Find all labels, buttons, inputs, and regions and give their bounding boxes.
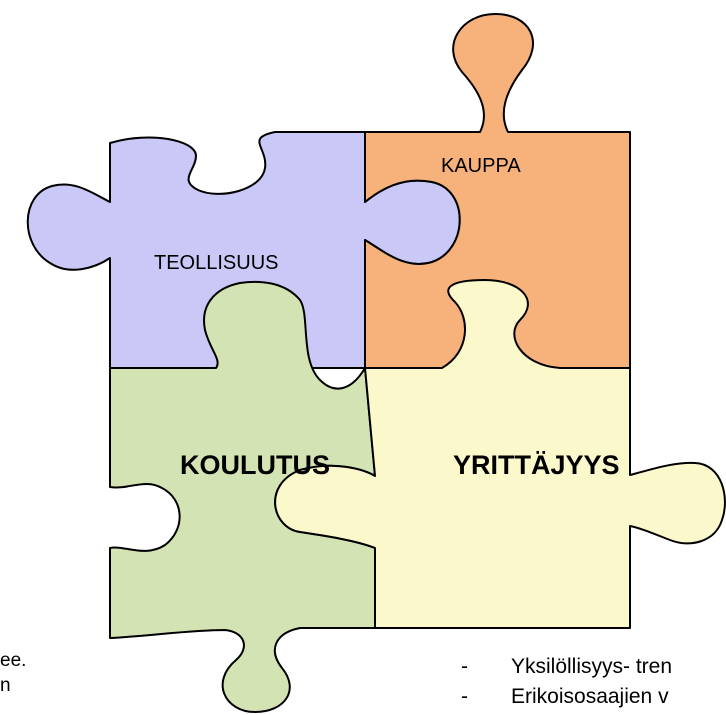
- bullet-item-1: - Yksilöllisyys- tren: [461, 655, 672, 679]
- bullet-item-2: - Erikoisosaajien v: [461, 685, 669, 709]
- left-text-line-1: ee.: [0, 650, 27, 671]
- bullet-dash: -: [461, 655, 468, 678]
- label-yrittajyys: YRITTÄJYYS: [453, 450, 620, 480]
- bullet-text: Yksilöllisyys- tren: [511, 655, 673, 678]
- left-text-line-2: n: [0, 675, 11, 696]
- label-koulutus: KOULUTUS: [180, 450, 330, 480]
- bullet-dash: -: [461, 685, 468, 708]
- bullet-text: Erikoisosaajien v: [511, 685, 669, 708]
- label-teollisuus: TEOLLISUUS: [154, 252, 279, 274]
- label-kauppa: KAUPPA: [441, 155, 521, 177]
- piece-yrittajyys: [274, 279, 726, 629]
- piece-kauppa: [364, 13, 631, 369]
